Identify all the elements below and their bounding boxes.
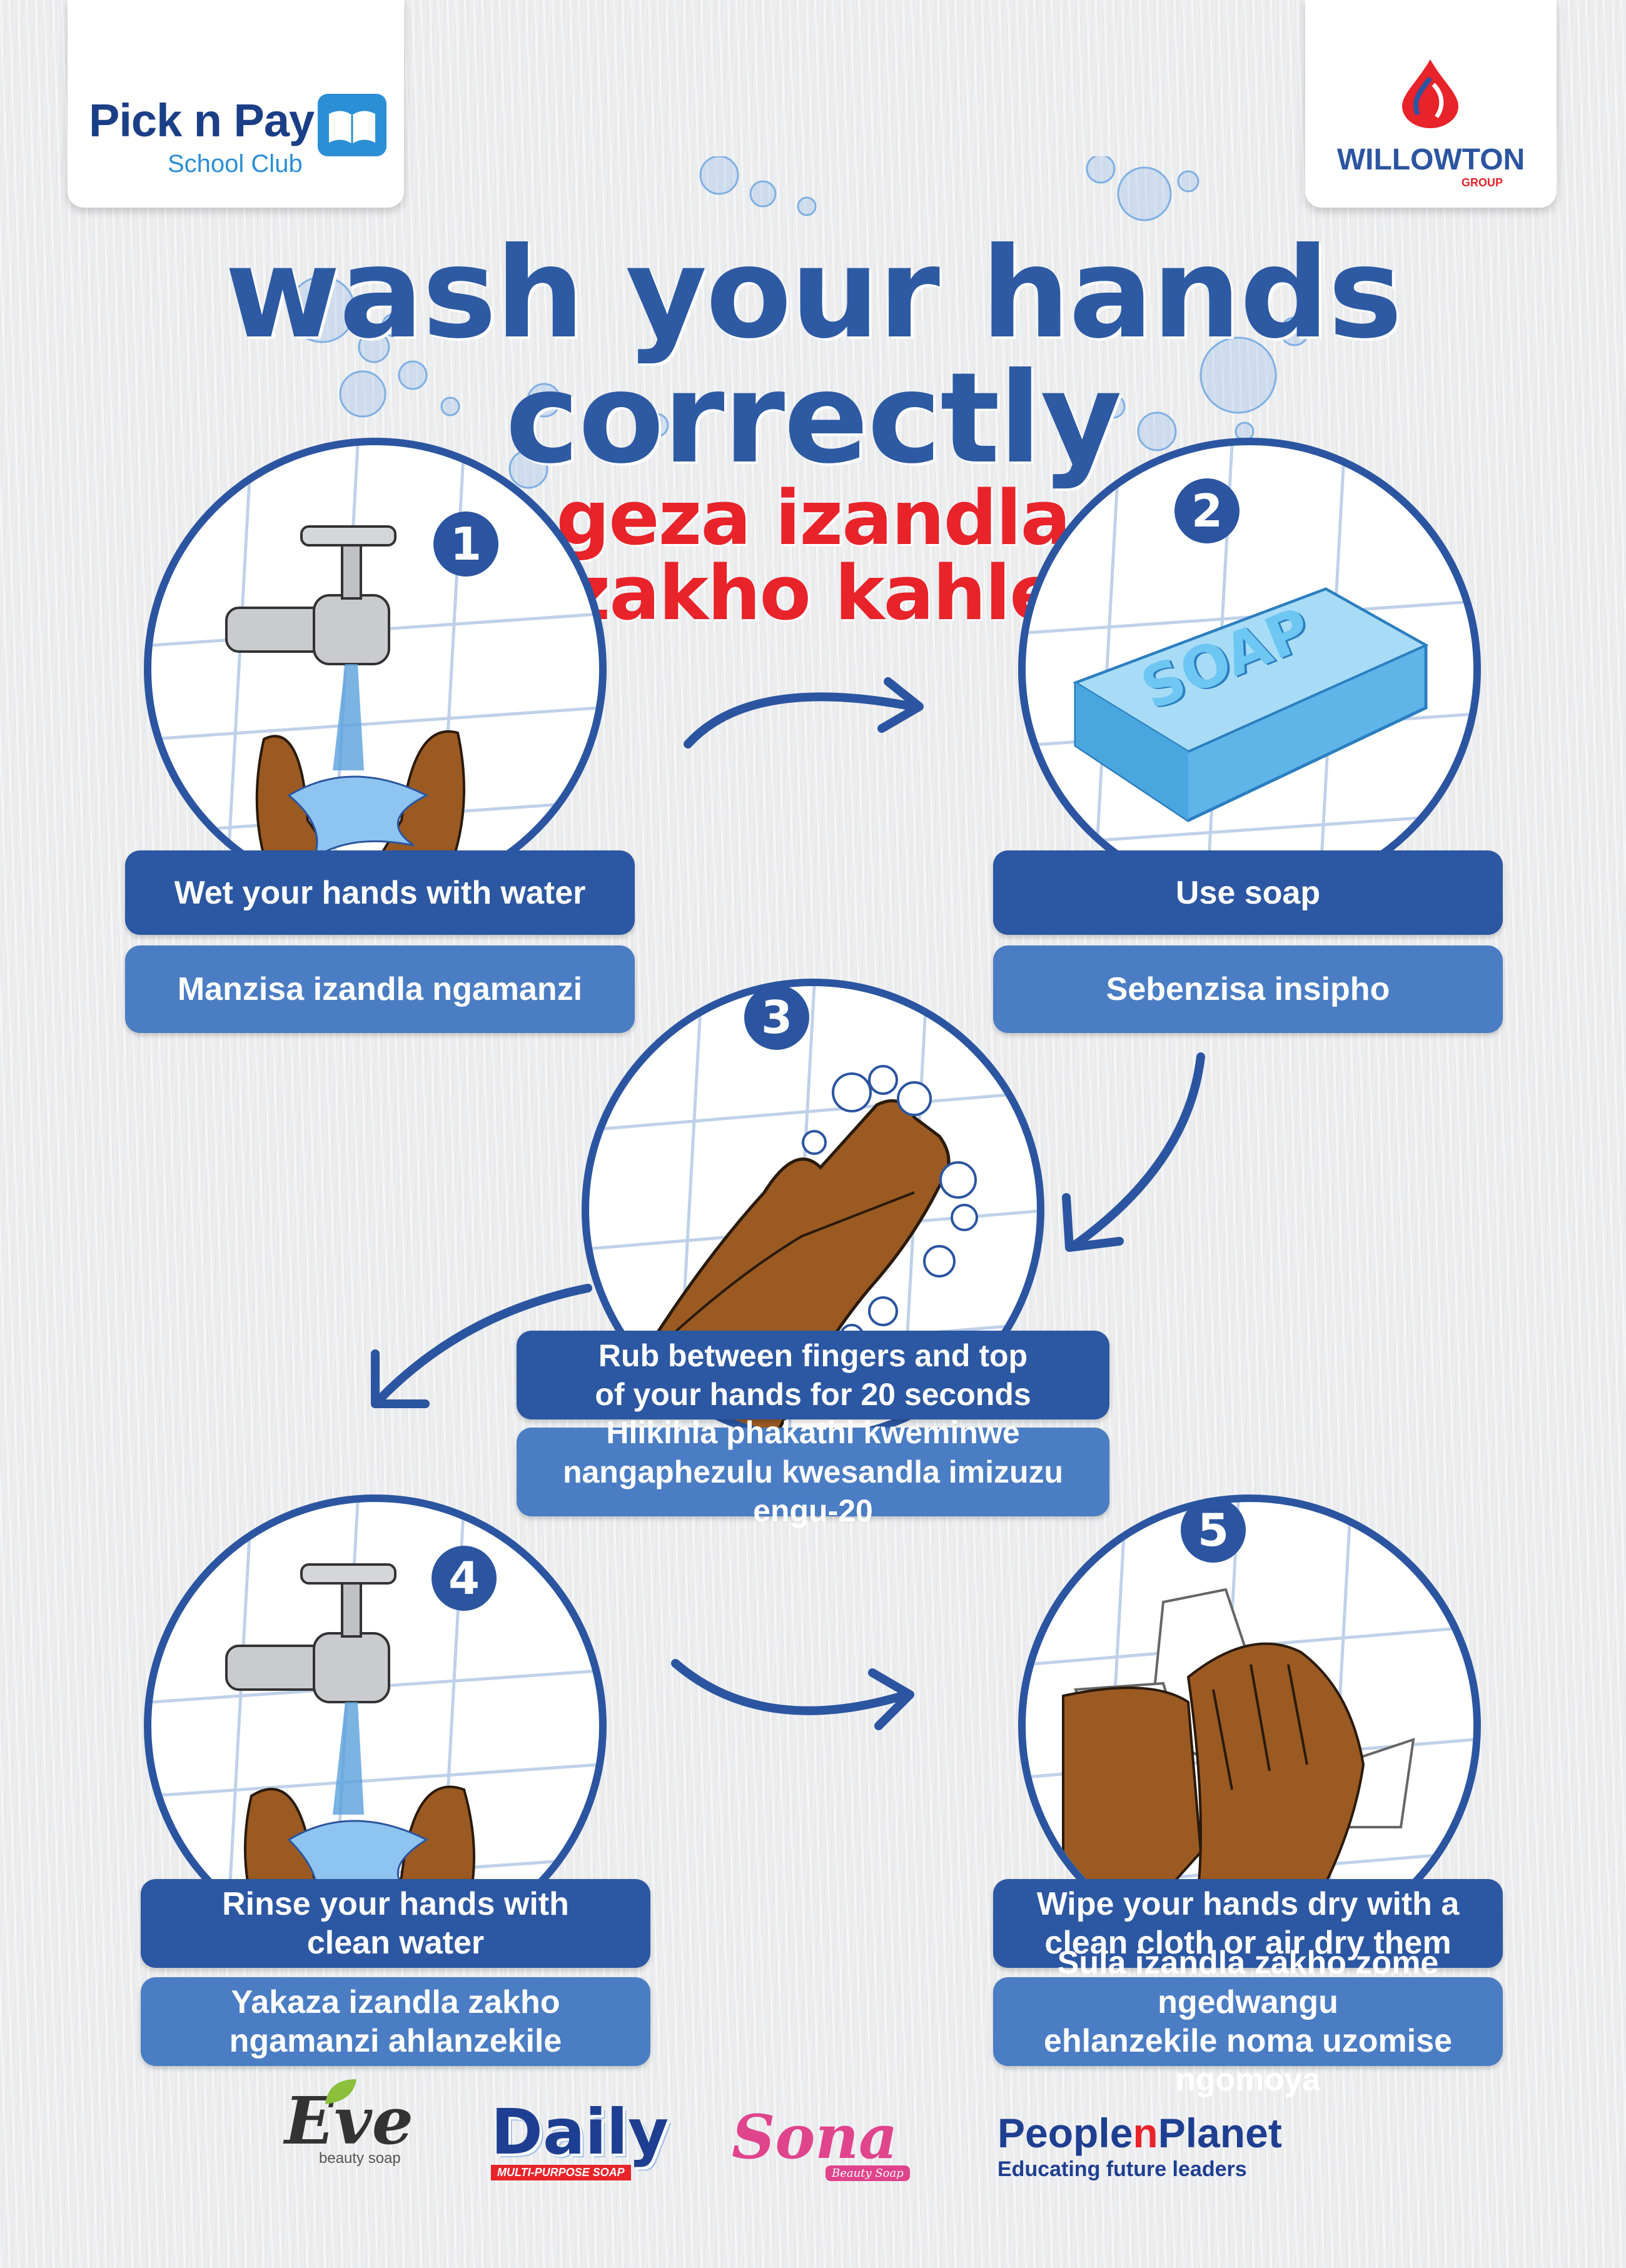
step-3-zulu-label: Hlikihla phakathi kweminwe nangaphezulu … <box>517 1415 1109 1528</box>
step-2-zulu-text: Sebenzisa insipho <box>1106 971 1390 1007</box>
arrow-4-to-5 <box>671 1659 911 1715</box>
arrow-4-to-5-head <box>868 1668 914 1730</box>
step-2-english-text: Use soap <box>1175 874 1321 911</box>
step-4-english-line2: clean water <box>306 1925 485 1961</box>
step-4-english-line1: Rinse your hands with <box>222 1885 569 1922</box>
step-1-illustration <box>144 438 607 900</box>
step-1-english-label: Wet your hands with water <box>125 850 635 935</box>
arrow-1-to-2 <box>684 692 917 748</box>
bubbles-decoration <box>288 156 1310 489</box>
step-3-zulu-line2: nangaphezulu kwesandla imizuzu engu-20 <box>562 1454 1064 1529</box>
step-1-zulu-label: Manzisa izandla ngamanzi <box>125 945 635 1033</box>
step-3-english-line1: Rub between fingers and top <box>598 1338 1028 1373</box>
page-subtitle-line1: geza izandla <box>556 475 1071 562</box>
page-title-line1: wash your hands <box>225 221 1402 366</box>
step-2-zulu-label: Sebenzisa insipho <box>993 945 1503 1033</box>
step-5-english-line2: clean cloth or air dry them <box>1044 1925 1452 1961</box>
step-5-number: 5 <box>1181 1498 1246 1563</box>
step-4-zulu-line1: Yakaza izandla zakho <box>231 1983 560 2020</box>
step-2-english-label: Use soap <box>993 850 1503 935</box>
school-club-text: School Club <box>168 150 303 178</box>
arrow-3-to-4-head <box>371 1349 430 1408</box>
people-text: People <box>997 2110 1133 2156</box>
leaf-icon <box>325 2079 356 2104</box>
n-text: n <box>1133 2110 1158 2156</box>
eve-subtext: beauty soap <box>319 2150 401 2167</box>
step-2-number: 2 <box>1174 478 1240 543</box>
step-3-zulu-line1: Hlikihla phakathi kweminwe <box>606 1415 1020 1451</box>
arrow-3-to-4 <box>374 1284 592 1405</box>
arrow-1-to-2-head <box>877 677 924 733</box>
people-n-planet-logo: PeoplenPlanet Educating future leaders <box>997 2112 1282 2182</box>
step-3-english-label: Rub between fingers and top of your hand… <box>517 1331 1109 1419</box>
planet-text: Planet <box>1158 2110 1282 2156</box>
willowton-drop-icon <box>1402 59 1458 128</box>
step-5-zulu-line1: Sula izandla zakho zome ngedwangu <box>1057 1945 1439 2020</box>
step-5-english-line1: Wipe your hands dry with a <box>1036 1885 1460 1922</box>
step-1-number: 1 <box>433 512 498 577</box>
book-icon <box>318 94 386 156</box>
faucet-water-hands-icon <box>151 445 599 893</box>
step-3-number: 3 <box>744 985 809 1050</box>
step-5-english-label: Wipe your hands dry with a clean cloth o… <box>993 1879 1503 1968</box>
page-subtitle-line2: zakho kahle <box>567 550 1060 637</box>
people-n-planet-tagline: Educating future leaders <box>997 2157 1247 2181</box>
willowton-logo-card: WILLOWTON GROUP <box>1305 0 1557 208</box>
people-n-planet-wordmark: PeoplenPlanet <box>997 2112 1282 2154</box>
pick-n-pay-wordmark: Pick n Pay <box>89 94 315 146</box>
sona-wordmark: Sona <box>732 2102 898 2172</box>
step-1-zulu-text: Manzisa izandla ngamanzi <box>177 971 583 1007</box>
sona-logo: Sona Beauty Soap <box>732 2107 910 2181</box>
step-5-zulu-label: Sula izandla zakho zome ngedwangu ehlanz… <box>993 1945 1503 2098</box>
arrow-2-to-3 <box>1071 1052 1205 1249</box>
daily-logo: Daily MULTI-PURPOSE SOAP <box>491 2101 669 2180</box>
willowton-group-text: GROUP <box>1462 176 1503 189</box>
eve-wordmark: Eve <box>285 2082 413 2159</box>
sona-subtext: Beauty Soap <box>826 2165 910 2181</box>
daily-wordmark: Daily <box>491 2095 669 2169</box>
step-4-zulu-line2: ngamanzi ahlanzekile <box>229 2023 562 2059</box>
step-4-english-label: Rinse your hands with clean water <box>141 1879 650 1968</box>
pick-n-pay-logo-card: Pick n Pay School Club <box>68 0 404 208</box>
step-1-english-text: Wet your hands with water <box>174 874 586 911</box>
step-4-number: 4 <box>432 1546 497 1611</box>
willowton-wordmark: WILLOWTON <box>1336 143 1525 176</box>
eve-logo: Eve beauty soap <box>285 2079 413 2167</box>
page-title-line2: correctly <box>505 346 1122 491</box>
step-3-english-line2: of your hands for 20 seconds <box>595 1377 1031 1412</box>
arrow-2-to-3-head <box>1062 1193 1124 1252</box>
daily-subtext: MULTI-PURPOSE SOAP <box>491 2165 631 2180</box>
step-5-zulu-line2: ehlanzekile noma uzomise ngomoya <box>1043 2023 1453 2099</box>
step-4-zulu-label: Yakaza izandla zakho ngamanzi ahlanzekil… <box>141 1977 650 2066</box>
